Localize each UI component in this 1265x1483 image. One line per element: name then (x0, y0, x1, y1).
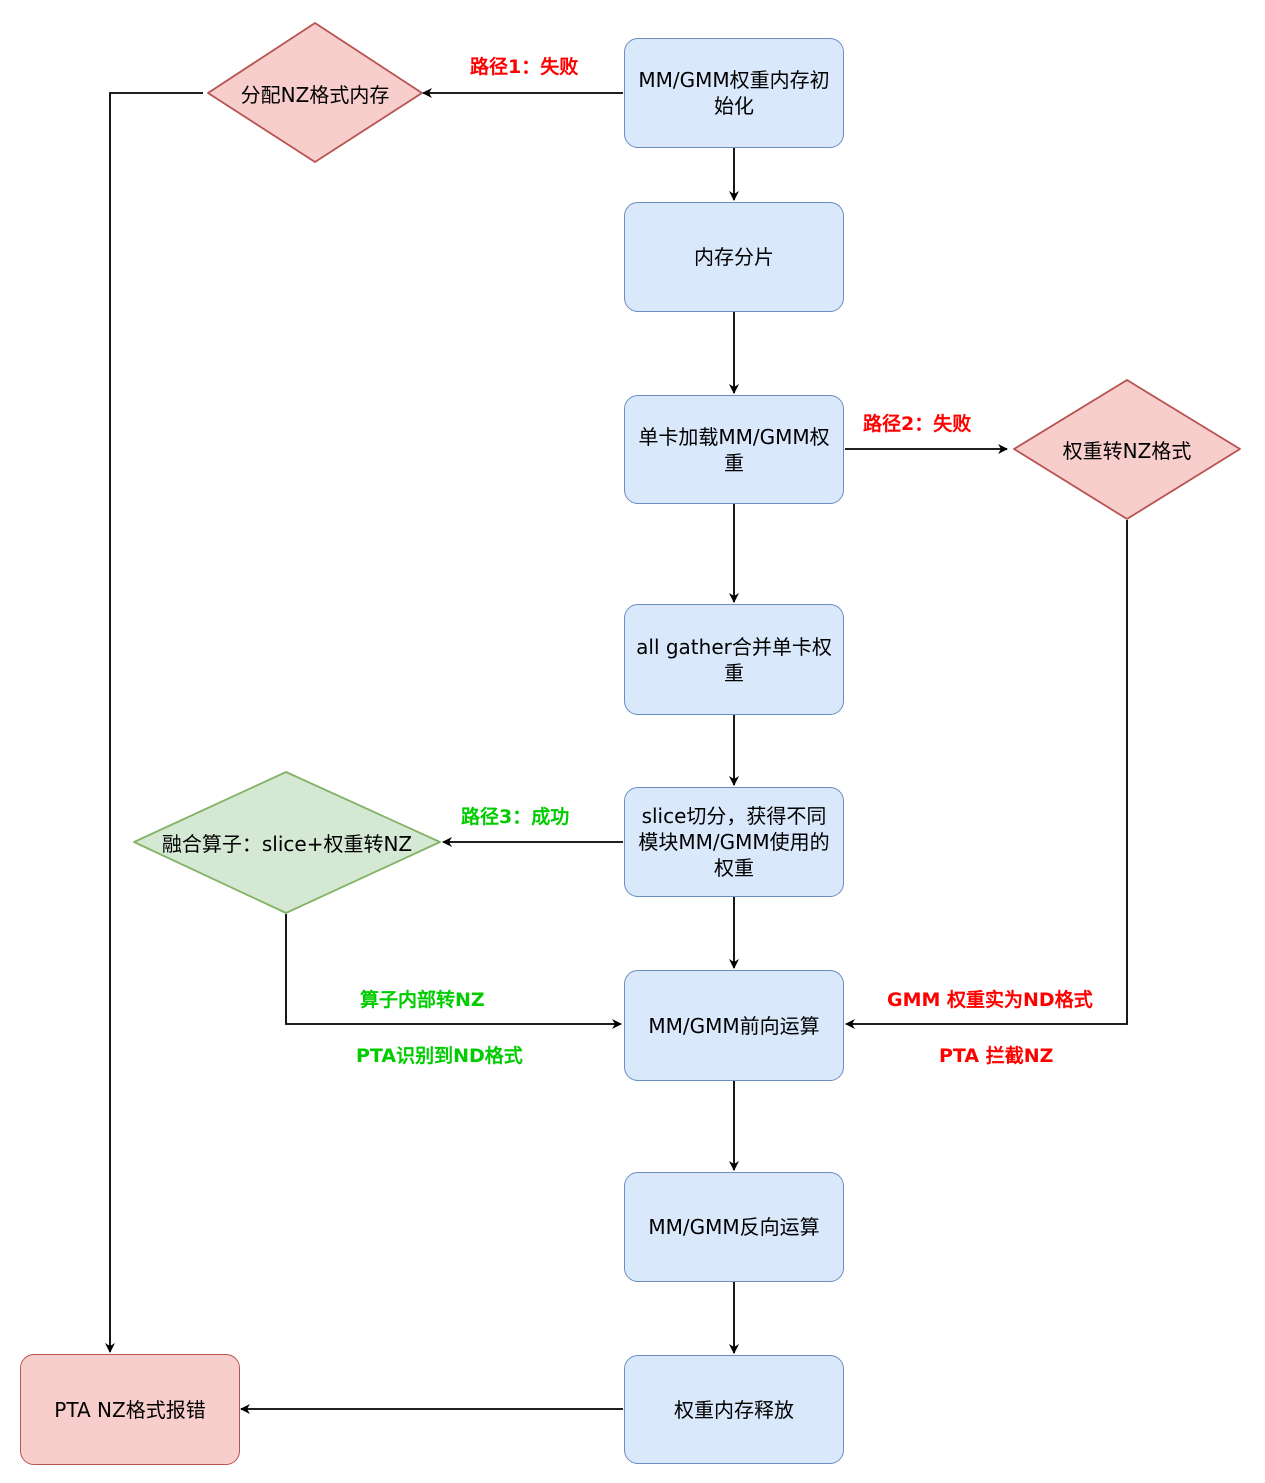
node-backward-label: MM/GMM反向运算 (648, 1215, 820, 1239)
edge-convert-forward (845, 520, 1128, 1029)
node-gather: all gather合并单卡权重 (624, 604, 844, 715)
op-internal-nz-label: 算子内部转NZ (360, 989, 485, 1011)
node-release-label: 权重内存释放 (674, 1397, 794, 1422)
node-slice: slice切分，获得不同模块MM/GMM使用的权重 (624, 787, 844, 897)
fused-op-label: 融合算子：slice+权重转NZ (161, 831, 413, 856)
node-slice-label: slice切分，获得不同模块MM/GMM使用的权重 (638, 804, 830, 880)
node-shard-label: 内存分片 (694, 245, 774, 269)
edge-fused-forward (285, 914, 622, 1029)
gmm-nd-label: GMM 权重实为ND格式 (887, 989, 1093, 1011)
node-forward-label: MM/GMM前向运算 (648, 1013, 820, 1038)
node-error: PTA NZ格式报错 (20, 1354, 240, 1465)
node-gather-label: all gather合并单卡权重 (636, 634, 832, 685)
fused-op-diamond (133, 771, 441, 914)
alloc-nz-label: 分配NZ格式内存 (240, 82, 390, 107)
edge-alloc-error (105, 92, 203, 1353)
pta-detect-nd-label: PTA识别到ND格式 (356, 1045, 523, 1067)
node-init-label: MM/GMM权重内存初始化 (638, 68, 830, 118)
node-load-label: 单卡加载MM/GMM权重 (638, 424, 830, 475)
node-error-label: PTA NZ格式报错 (54, 1397, 206, 1422)
node-load: 单卡加载MM/GMM权重 (624, 395, 844, 504)
node-release: 权重内存释放 (624, 1355, 844, 1464)
path3-label: 路径3：成功 (461, 806, 570, 828)
node-forward: MM/GMM前向运算 (624, 970, 844, 1081)
node-init: MM/GMM权重内存初始化 (624, 38, 844, 148)
pta-intercept-label: PTA 拦截NZ (939, 1045, 1054, 1067)
weight-to-nz-diamond (1013, 379, 1241, 520)
path2-label: 路径2：失败 (863, 413, 972, 435)
node-shard: 内存分片 (624, 202, 844, 312)
weight-to-nz-label: 权重转NZ格式 (1062, 438, 1192, 463)
alloc-nz-diamond (207, 22, 423, 163)
node-backward: MM/GMM反向运算 (624, 1172, 844, 1282)
path1-label: 路径1：失败 (470, 56, 579, 78)
